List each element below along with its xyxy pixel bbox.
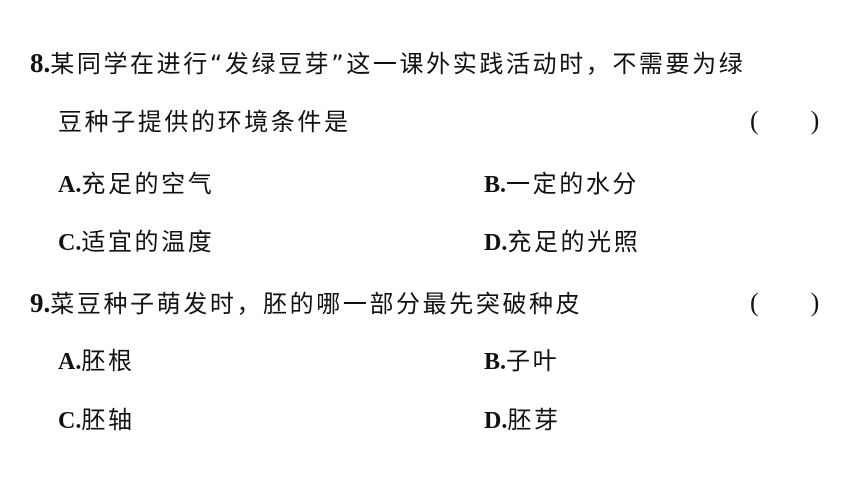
question-9-answer-bracket: ( ) xyxy=(750,288,820,317)
option-letter: B. xyxy=(484,349,507,375)
option-text: 适宜的温度 xyxy=(81,228,215,256)
question-8-number: 8. xyxy=(30,48,51,78)
question-8-stem-line2: 豆种子提供的环境条件是 xyxy=(58,110,351,134)
question-9-option-c: C.胚轴 xyxy=(58,408,135,433)
question-9-stem-line1: 9.菜豆种子萌发时，胚的哪一部分最先突破种皮 xyxy=(30,290,582,317)
question-9-option-a: A.胚根 xyxy=(58,349,135,374)
option-letter: A. xyxy=(58,349,82,375)
option-text: 胚根 xyxy=(81,347,135,375)
option-text: 充足的空气 xyxy=(81,170,215,198)
option-letter: D. xyxy=(484,230,508,256)
question-8-stem-text-1: 某同学在进行“发绿豆芽”这一课外实践活动时，不需要为绿 xyxy=(50,50,746,78)
question-8-answer-bracket: ( ) xyxy=(750,106,820,135)
question-9-stem-text-1: 菜豆种子萌发时，胚的哪一部分最先突破种皮 xyxy=(50,290,583,318)
question-8-stem-text-2: 豆种子提供的环境条件是 xyxy=(58,108,351,136)
option-text: 胚芽 xyxy=(507,406,561,434)
option-text: 充足的光照 xyxy=(507,228,641,256)
option-text: 子叶 xyxy=(506,347,560,375)
option-letter: C. xyxy=(58,230,82,256)
question-8-option-a: A.充足的空气 xyxy=(58,172,214,197)
question-8-option-c: C.适宜的温度 xyxy=(58,230,214,255)
question-8-option-b: B.一定的水分 xyxy=(484,172,639,197)
option-letter: A. xyxy=(58,172,82,198)
option-text: 一定的水分 xyxy=(506,170,640,198)
option-letter: C. xyxy=(58,408,82,434)
option-letter: D. xyxy=(484,408,508,434)
question-9-number: 9. xyxy=(30,288,51,318)
question-9-option-b: B.子叶 xyxy=(484,349,559,374)
question-9-option-d: D.胚芽 xyxy=(484,408,561,433)
question-8-option-d: D.充足的光照 xyxy=(484,230,640,255)
question-8-stem-line1: 8.某同学在进行“发绿豆芽”这一课外实践活动时，不需要为绿 xyxy=(30,50,745,77)
option-text: 胚轴 xyxy=(81,406,135,434)
option-letter: B. xyxy=(484,172,507,198)
